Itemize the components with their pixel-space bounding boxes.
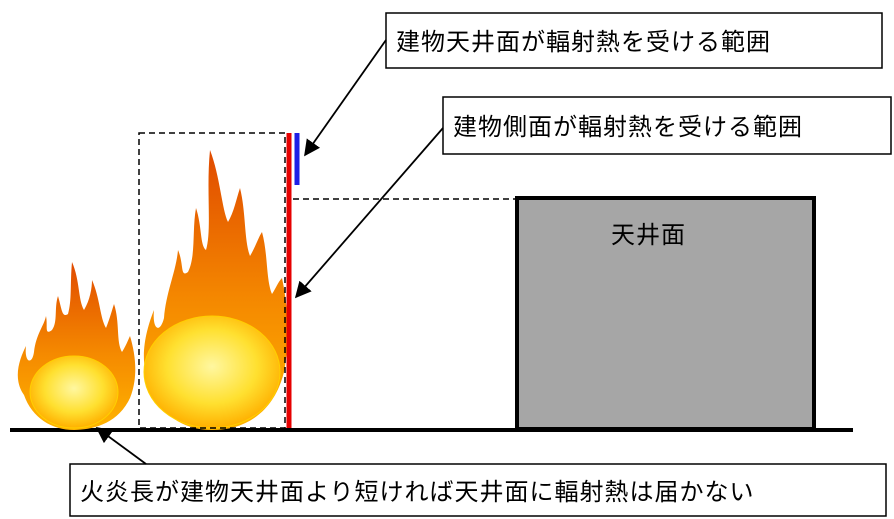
ceiling-range-callout-box xyxy=(385,12,883,69)
ceiling-range-callout-text: 建物天井面が輻射熱を受ける範囲 xyxy=(396,28,771,56)
building xyxy=(515,196,816,431)
note-callout-box xyxy=(69,463,887,517)
note-arrow xyxy=(95,427,147,465)
flame-icon-small xyxy=(17,262,136,430)
side-range-arrow xyxy=(294,127,444,299)
side-range-callout-text: 建物側面が輻射熱を受ける範囲 xyxy=(453,113,803,141)
side-range-callout-box xyxy=(442,96,892,155)
ceiling-range-arrow xyxy=(304,39,387,157)
note-callout-text: 火炎長が建物天井面より短ければ天井面に輻射熱は届かない xyxy=(80,478,755,506)
flame-icon-large xyxy=(143,150,288,430)
ceiling-surface-label: 天井面 xyxy=(611,221,686,249)
flame-length-dashed-box xyxy=(138,132,286,429)
